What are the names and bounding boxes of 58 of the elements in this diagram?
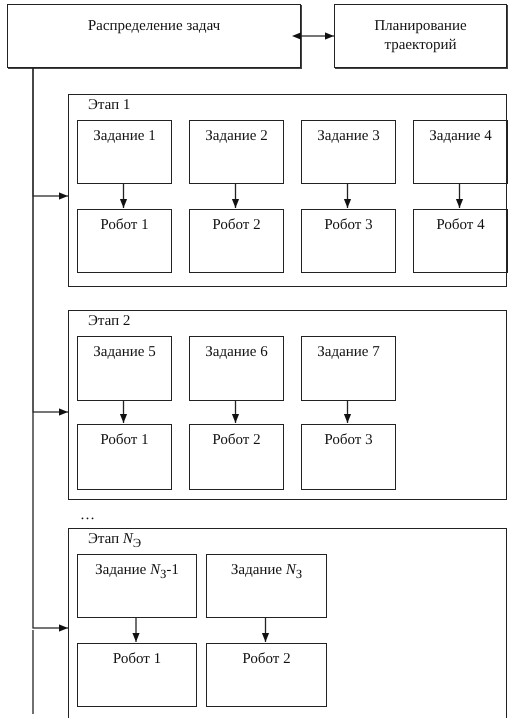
- stage-panel: [68, 310, 507, 500]
- node-label: Задание 3: [316, 127, 381, 146]
- arrow: [344, 400, 352, 423]
- node-label: Задание 5: [92, 343, 157, 362]
- task-box: [77, 424, 172, 490]
- node-label: Задание 4: [428, 127, 493, 146]
- node-label: Робот 4: [435, 216, 486, 235]
- node-label: Задание 1: [92, 127, 157, 146]
- stage-title: Этап N$_{Э}$: [87, 530, 142, 552]
- node-label: Робот 3: [323, 431, 374, 450]
- node-label: Задание 7: [316, 343, 381, 362]
- stage-panel: [68, 528, 507, 718]
- task-box: [77, 209, 172, 273]
- task-box: [77, 120, 172, 184]
- node-label: Распределение задач: [86, 17, 222, 36]
- node-label: Задание 2: [204, 127, 269, 146]
- process-box: [7, 4, 301, 68]
- arrow: [292, 32, 334, 40]
- node-label: Робот 3: [323, 216, 374, 235]
- task-box: [206, 554, 327, 618]
- node-label: Задание 6: [204, 343, 269, 362]
- node-label: Робот 1: [112, 650, 162, 669]
- task-box: [413, 209, 508, 273]
- stage-title: Этап 2: [87, 312, 132, 331]
- arrow: [344, 183, 352, 208]
- node-label: Робот 1: [99, 216, 150, 235]
- node-label: Робот 1: [99, 431, 150, 450]
- task-box: [77, 554, 197, 618]
- node-label: Робот 2: [211, 216, 262, 235]
- node-label: Задание N$_{З}$-1: [94, 561, 180, 583]
- arrow: [132, 617, 140, 642]
- stage-panel: [68, 94, 507, 287]
- arrow: [120, 183, 128, 208]
- arrow: [120, 400, 128, 423]
- task-box: [301, 120, 396, 184]
- node-label: Планирование траекторий: [373, 17, 468, 55]
- task-box: [189, 120, 284, 184]
- arrow: [32, 68, 68, 632]
- process-box: [334, 4, 507, 68]
- node-label: Робот 2: [241, 650, 292, 669]
- arrow: [232, 183, 240, 208]
- task-box: [301, 424, 396, 490]
- node-label: Задание N$_{З}$: [230, 561, 304, 583]
- task-box: [77, 643, 197, 707]
- task-box: [189, 209, 284, 273]
- task-box: [77, 336, 172, 401]
- task-box: [301, 336, 396, 401]
- ellipsis-label: …: [80, 508, 95, 523]
- node-label: Робот 2: [211, 431, 262, 450]
- arrow: [232, 400, 240, 423]
- task-box: [189, 424, 284, 490]
- task-box: [413, 120, 508, 184]
- task-box: [206, 643, 327, 707]
- arrow: [262, 617, 270, 642]
- task-box: [301, 209, 396, 273]
- stage-title: Этап 1: [87, 96, 132, 115]
- task-box: [189, 336, 284, 401]
- arrow: [456, 183, 464, 208]
